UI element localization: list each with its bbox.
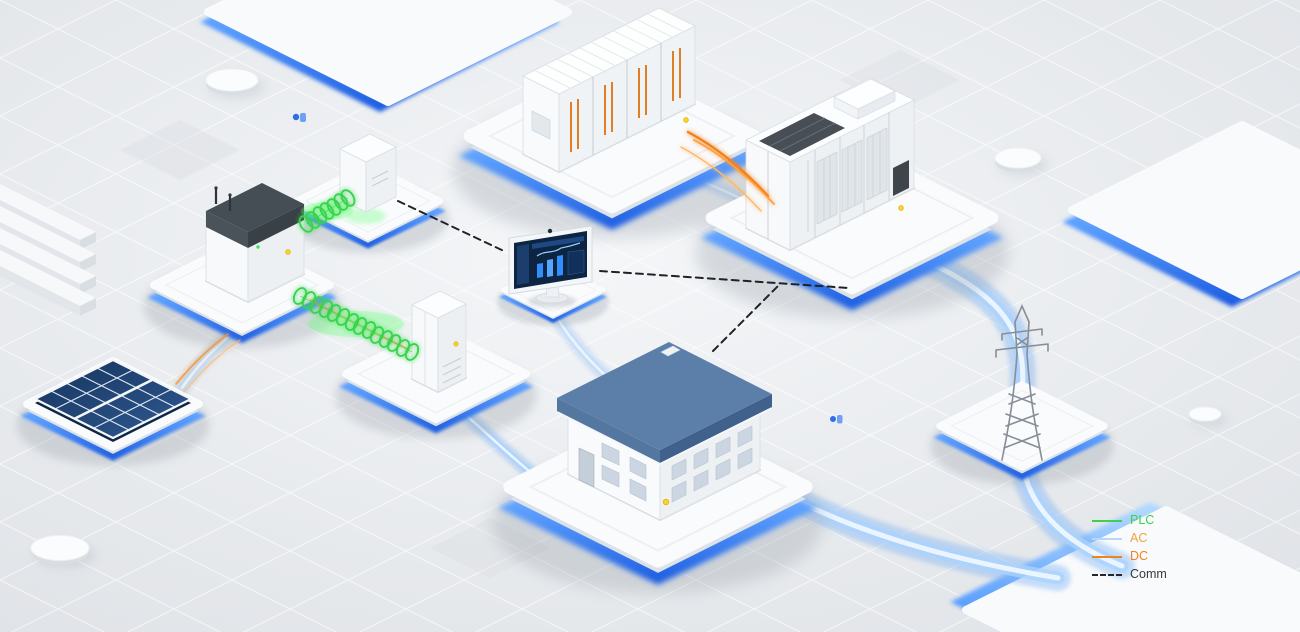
legend-label-ac: AC	[1130, 531, 1148, 545]
legend-item-dc: DC	[1092, 549, 1167, 564]
cabinet-warning-label	[453, 341, 459, 347]
container-warning-label	[683, 117, 689, 123]
decor-disc	[994, 147, 1048, 176]
plc-coils	[292, 189, 420, 361]
inverter-band-side	[206, 211, 248, 248]
solar-array-unit	[17, 360, 210, 466]
pcs-unit	[695, 77, 1009, 319]
legend-label-plc: PLC	[1130, 513, 1155, 527]
comm-monitor-pcs	[599, 270, 850, 289]
decor-slab-top-left	[200, 0, 572, 112]
legend-item-comm: Comm	[1092, 567, 1167, 582]
pcs-dark-panel	[893, 160, 909, 196]
battery-container-unit	[453, 7, 771, 238]
dc-line-swatch	[1092, 555, 1122, 558]
box-vents	[371, 170, 389, 187]
pcs-door-seams	[814, 112, 890, 238]
worker-marker	[292, 113, 306, 122]
legend-item-ac: AC	[1092, 531, 1167, 546]
container-side-vent	[531, 110, 551, 140]
pcs-roof-grille	[759, 113, 845, 156]
inverter-top	[206, 183, 304, 232]
plc-glow	[346, 208, 386, 224]
panel-grid	[50, 367, 176, 431]
building-unit	[492, 342, 824, 594]
pcs-roof-unit	[833, 78, 896, 120]
inverter-band-front	[248, 204, 304, 248]
cabinet-vents	[442, 357, 462, 384]
communication-box-unit	[287, 133, 448, 253]
decor-disc	[205, 68, 265, 99]
monitor-dashboard	[517, 236, 585, 285]
plc-coil-inverter-box	[298, 189, 356, 233]
plc-line-swatch	[1092, 519, 1122, 522]
pcs-warning-label	[898, 205, 904, 211]
panel-frame	[32, 358, 194, 440]
decor-slab-top-right	[1062, 121, 1300, 307]
container-roof-corrugation	[533, 13, 685, 89]
cabinet-unit	[335, 290, 537, 439]
ac-line-swatch	[1092, 537, 1122, 540]
decor-steps	[0, 184, 96, 316]
decor-disc	[1188, 406, 1227, 428]
comm-lines	[397, 200, 850, 352]
pcs-mesh-panels	[816, 127, 888, 225]
pylon-lattice	[995, 304, 1049, 461]
transmission-tower-unit	[930, 304, 1114, 485]
inverter-warning-label	[285, 249, 291, 255]
container-door-handles	[570, 48, 681, 152]
legend-label-comm: Comm	[1130, 567, 1167, 581]
legend-item-plc: PLC	[1092, 513, 1167, 528]
building-warning-label	[662, 498, 670, 506]
plc-coil-inverter-cabinet	[292, 287, 420, 361]
webcam-icon	[547, 228, 553, 234]
antenna-icon	[214, 186, 232, 211]
comm-line-swatch	[1092, 573, 1122, 576]
legend: PLC AC DC Comm	[1092, 513, 1167, 582]
building-windows	[601, 425, 753, 503]
inverter-unit	[143, 183, 340, 348]
monitor-unit	[497, 225, 609, 326]
comm-box-monitor	[397, 200, 507, 253]
building-door	[578, 447, 595, 488]
worker-marker	[830, 415, 843, 424]
decor-disc	[30, 535, 96, 568]
legend-label-dc: DC	[1130, 549, 1149, 563]
dc-lines	[175, 130, 775, 393]
comm-building-branch	[712, 283, 781, 352]
status-led	[256, 245, 260, 249]
building-roof	[556, 342, 773, 466]
container-door-seams	[592, 43, 662, 155]
